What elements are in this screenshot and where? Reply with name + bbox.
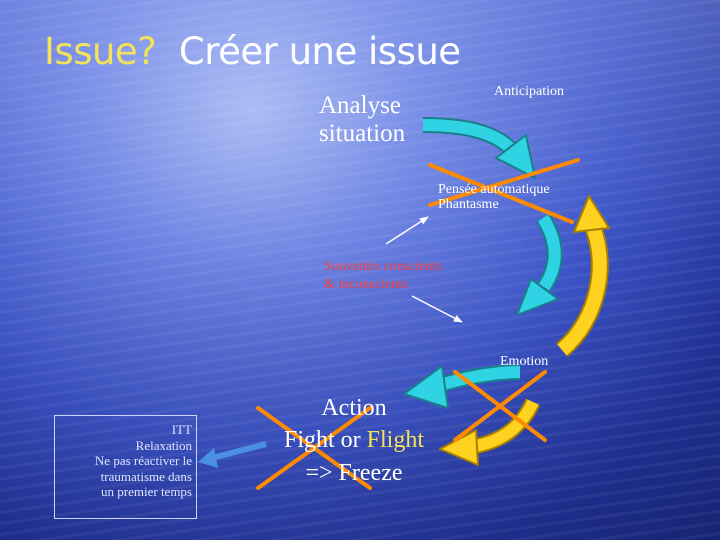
flight-text: Flight	[367, 427, 424, 453]
inconscients-line: & inconscients	[324, 276, 442, 294]
itt-line: traumatisme dans	[55, 469, 192, 485]
action-line: Action	[262, 392, 446, 424]
thin-arrow-souvenirs-down	[412, 296, 462, 322]
phantasme-line: Phantasme	[438, 197, 550, 212]
pensee-line: Pensée automatique	[438, 182, 550, 197]
freeze-line: => Freeze	[262, 457, 446, 489]
anticipation-label: Anticipation	[494, 85, 564, 99]
fight-text: Fight	[284, 427, 335, 453]
or-text: or	[335, 427, 367, 453]
fight-or-flight-line: Fight or Flight	[262, 424, 446, 456]
itt-line: Ne pas réactiver le	[55, 453, 192, 469]
yellow-arrow-emotion-action	[440, 402, 533, 465]
situation-line: situation	[319, 120, 405, 148]
thin-arrow-souvenirs-up	[386, 217, 428, 244]
souvenirs-label: Souvenirs conscients & inconscients	[324, 258, 442, 293]
itt-line: Relaxation	[55, 438, 192, 454]
cyan-arrow-pensee	[517, 218, 558, 315]
pensee-label: Pensée automatique Phantasme	[438, 182, 550, 213]
itt-line: ITT	[55, 422, 192, 438]
blue-arrow-itt	[198, 444, 266, 468]
analyse-situation-label: Analyse situation	[319, 92, 405, 148]
itt-box: ITT Relaxation Ne pas réactiver le traum…	[54, 415, 197, 519]
souvenirs-line: Souvenirs conscients	[324, 258, 442, 276]
itt-line: un premier temps	[55, 484, 192, 500]
action-label: Action Fight or Flight => Freeze	[262, 392, 446, 489]
emotion-label: Emotion	[500, 355, 548, 369]
analyse-line: Analyse	[319, 92, 405, 120]
